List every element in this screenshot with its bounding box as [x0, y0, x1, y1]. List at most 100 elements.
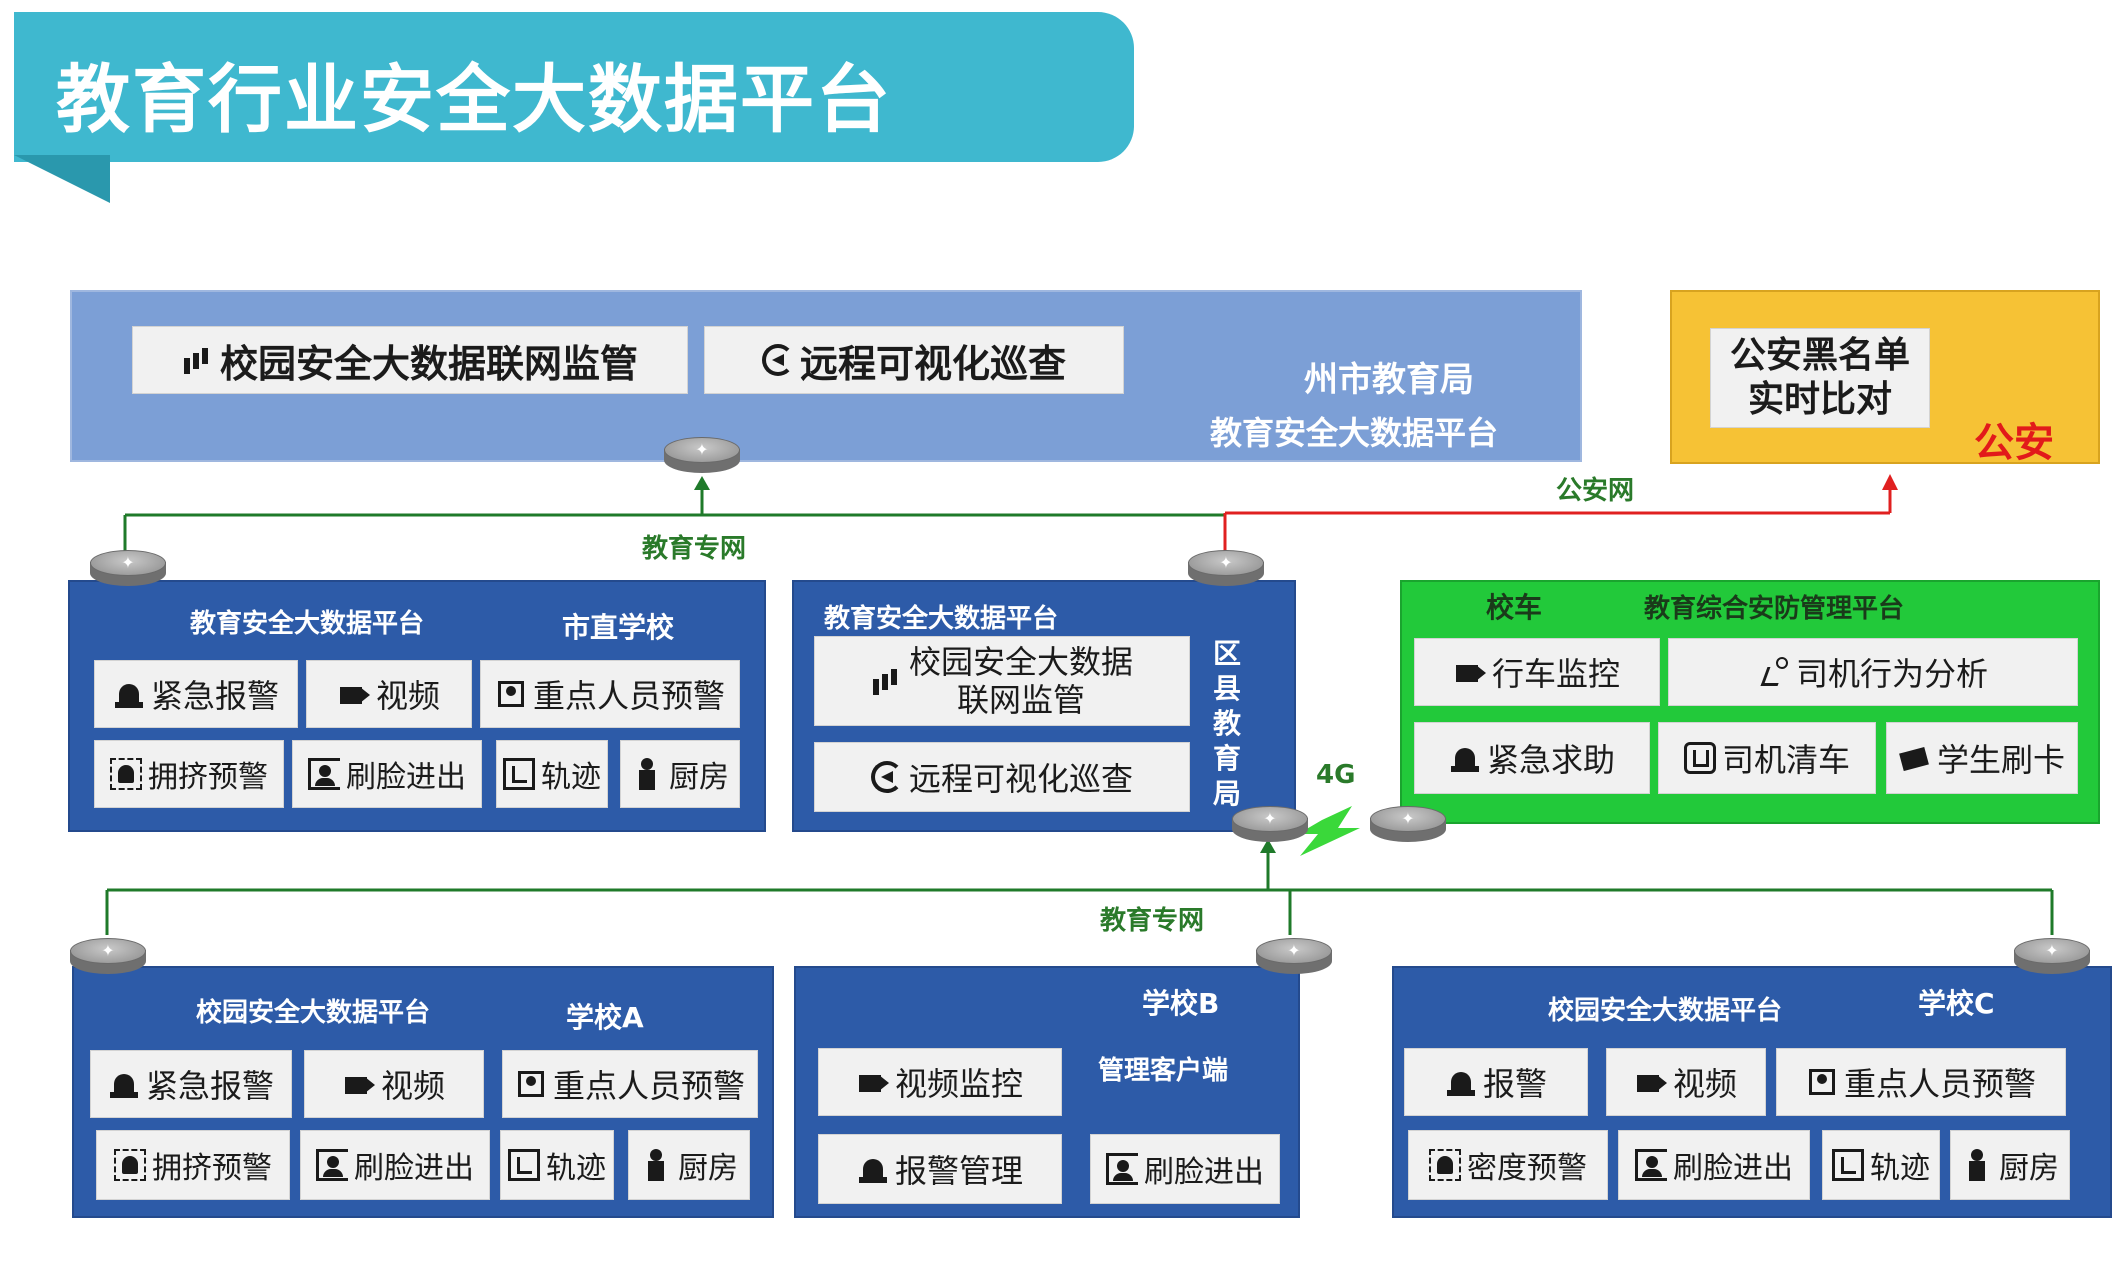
patrol-icon: [761, 344, 794, 376]
alarm-icon: [1445, 1066, 1477, 1098]
tile-label: 刷脸进出: [346, 760, 466, 795]
city-schools-person-tile[interactable]: 重点人员预警: [480, 660, 740, 728]
school-c-face-tile[interactable]: 刷脸进出: [1618, 1130, 1810, 1200]
tile-label: 厨房: [669, 760, 729, 795]
kitchen-icon: [631, 758, 663, 790]
school-c-alarm-tile[interactable]: 报警: [1404, 1048, 1588, 1116]
city-schools-video-tile[interactable]: 视频: [306, 660, 472, 728]
school-a-crowd-tile[interactable]: 拥挤预警: [96, 1130, 290, 1200]
city-bureau-name: 州市教育局: [1304, 360, 1474, 400]
school-a-platform: 校园安全大数据平台: [196, 998, 431, 1028]
school-c-person-tile[interactable]: 重点人员预警: [1776, 1048, 2066, 1116]
district-platform: 教育安全大数据平台: [824, 604, 1059, 634]
city-monitor-label: 校园安全大数据联网监管: [219, 341, 638, 386]
router-icon: [1188, 550, 1264, 586]
bus-emergency-tile[interactable]: 紧急求助: [1414, 722, 1650, 794]
district-monitor-tile[interactable]: 校园安全大数据 联网监管: [814, 636, 1190, 726]
tile-label: 重点人员预警: [552, 1067, 745, 1105]
school-a-face-tile[interactable]: 刷脸进出: [300, 1130, 490, 1200]
district-patrol-tile[interactable]: 远程可视化巡查: [814, 742, 1190, 812]
track-icon: [1832, 1149, 1864, 1181]
router-icon: [1256, 938, 1332, 974]
tile-label: 刷脸进出: [1673, 1151, 1793, 1186]
tile-label: 轨迹: [546, 1151, 606, 1186]
tile-label: 学生刷卡: [1936, 741, 2065, 779]
school-b-video-tile[interactable]: 视频监控: [818, 1048, 1062, 1116]
edu-network-bottom-label: 教育专网: [1100, 906, 1205, 936]
school-c-density-tile[interactable]: 密度预警: [1408, 1130, 1608, 1200]
tile-label: 视频监控: [894, 1065, 1023, 1103]
school-c-video-tile[interactable]: 视频: [1606, 1048, 1766, 1116]
school-a-name: 学校A: [566, 1001, 644, 1034]
city-schools-name: 市直学校: [562, 611, 675, 644]
school-c-track-tile[interactable]: 轨迹: [1822, 1130, 1940, 1200]
school-b-face-tile[interactable]: 刷脸进出: [1090, 1134, 1280, 1204]
router-icon: [90, 550, 166, 586]
router-icon: [664, 437, 740, 473]
district-monitor-label: 校园安全大数据 联网监管: [908, 643, 1133, 719]
city-patrol-tile[interactable]: 远程可视化巡查: [704, 326, 1124, 394]
person-card-icon: [515, 1068, 547, 1100]
bus-student-card-tile[interactable]: 学生刷卡: [1886, 722, 2078, 794]
camera-icon: [338, 678, 370, 710]
tile-label: 刷脸进出: [1144, 1155, 1264, 1190]
city-monitor-tile[interactable]: 校园安全大数据联网监管: [132, 326, 688, 394]
school-bus-name: 校车: [1486, 591, 1543, 624]
lightning-icon: [1298, 806, 1360, 856]
tile-label: 重点人员预警: [1843, 1065, 2036, 1103]
bus-driver-behavior-tile[interactable]: 司机行为分析: [1668, 638, 2078, 706]
school-a-track-tile[interactable]: 轨迹: [500, 1130, 614, 1200]
tile-label: 视频: [1672, 1065, 1737, 1103]
camera-icon: [343, 1068, 375, 1100]
school-c-kitchen-tile[interactable]: 厨房: [1950, 1130, 2070, 1200]
alarm-icon: [108, 1068, 140, 1100]
tile-label: 轨迹: [1870, 1151, 1930, 1186]
city-schools-alarm-tile[interactable]: 紧急报警: [94, 660, 298, 728]
tile-label: 轨迹: [541, 760, 601, 795]
tile-label: 密度预警: [1467, 1151, 1587, 1186]
camera-icon: [1454, 656, 1486, 688]
city-schools-track-tile[interactable]: 轨迹: [496, 740, 608, 808]
alarm-icon: [1449, 742, 1481, 774]
card-icon: [1899, 742, 1931, 774]
router-icon: [1232, 806, 1308, 842]
school-a-video-tile[interactable]: 视频: [304, 1050, 484, 1118]
school-a-person-tile[interactable]: 重点人员预警: [502, 1050, 758, 1118]
edu-network-bottom-arrow: [1260, 839, 1276, 853]
city-schools-kitchen-tile[interactable]: 厨房: [620, 740, 740, 808]
bus-drive-monitor-tile[interactable]: 行车监控: [1414, 638, 1660, 706]
district-name: 区县教育局: [1212, 637, 1241, 810]
tile-label: 视频: [375, 677, 440, 715]
school-a-alarm-tile[interactable]: 紧急报警: [90, 1050, 292, 1118]
city-schools-crowd-tile[interactable]: 拥挤预警: [94, 740, 284, 808]
title-banner: [14, 12, 1134, 162]
police-network-arrow: [1882, 474, 1898, 490]
school-b-alarm-tile[interactable]: 报警管理: [818, 1134, 1062, 1204]
tile-label: 紧急报警: [145, 1067, 274, 1105]
face-icon: [1635, 1149, 1667, 1181]
crowd-icon: [110, 758, 142, 790]
tile-label: 厨房: [1999, 1151, 2059, 1186]
police-blacklist-tile[interactable]: 公安黑名单 实时比对: [1710, 328, 1930, 428]
city-schools-face-tile[interactable]: 刷脸进出: [292, 740, 482, 808]
patrol-icon: [870, 761, 903, 793]
police-network-label: 公安网: [1556, 476, 1635, 506]
tile-label: 司机行为分析: [1795, 655, 1988, 693]
bus-driver-clear-tile[interactable]: 司机清车: [1658, 722, 1876, 794]
track-icon: [508, 1149, 540, 1181]
crowd-icon: [1429, 1149, 1461, 1181]
tile-label: 视频: [380, 1067, 445, 1105]
hand-icon: [1683, 742, 1716, 774]
router-icon: [1370, 806, 1446, 842]
page-title: 教育行业安全大数据平台: [56, 57, 892, 143]
edu-network-top-arrow: [694, 476, 710, 490]
police-blacklist-label: 公安黑名单 实时比对: [1729, 335, 1910, 420]
person-card-icon: [495, 678, 527, 710]
tile-label: 司机清车: [1721, 741, 1850, 779]
school-b-client: 管理客户端: [1098, 1056, 1229, 1086]
school-a-kitchen-tile[interactable]: 厨房: [628, 1130, 750, 1200]
tile-label: 厨房: [678, 1151, 738, 1186]
city-schools-platform: 教育安全大数据平台: [190, 609, 425, 639]
district-patrol-label: 远程可视化巡查: [908, 760, 1133, 798]
alarm-icon: [113, 678, 145, 710]
